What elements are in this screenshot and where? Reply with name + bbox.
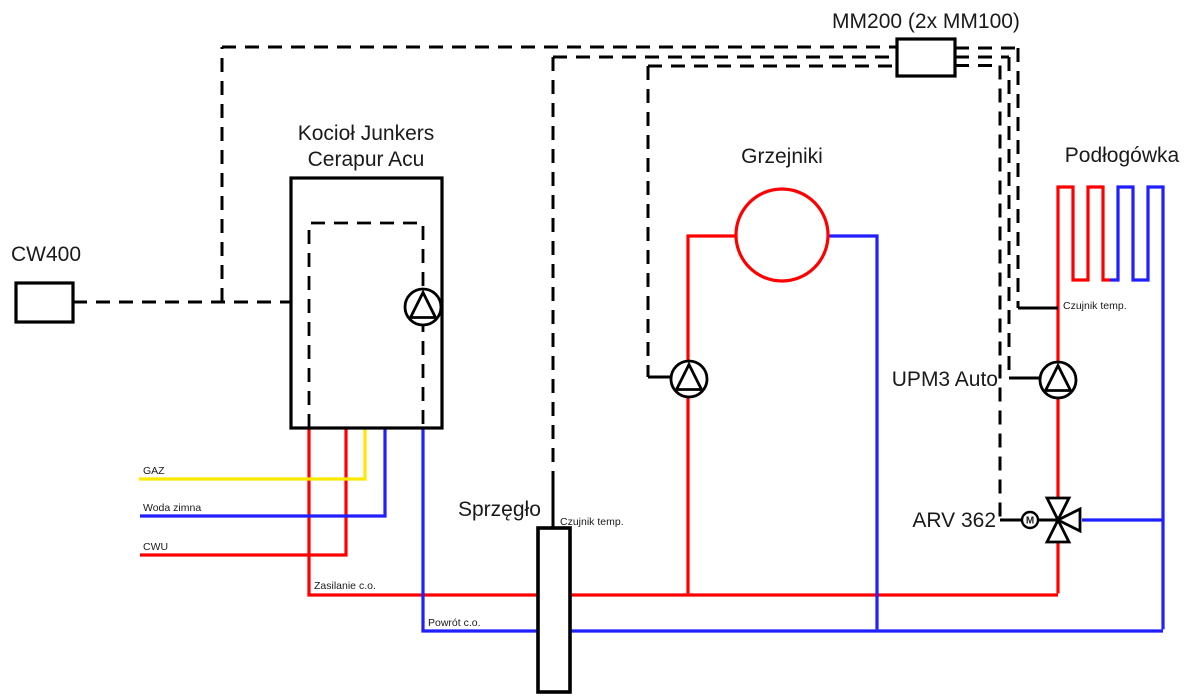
cold-water-pipe [140, 428, 387, 518]
ch-return-pipe [421, 428, 1163, 633]
floor-circuit-supply-pipe [1056, 185, 1110, 594]
gas-pipe [139, 428, 367, 481]
separator-sensor-label: Czujnik temp. [560, 516, 624, 528]
separator-vessel [536, 526, 572, 694]
cold-water-pipe-label: Woda zimna [143, 502, 201, 514]
controller-label: CW400 [11, 243, 81, 266]
control-wiring [73, 45, 1020, 520]
separator-label: Sprzęgło [458, 498, 541, 521]
floor-pump-icon [1038, 360, 1078, 400]
ch-return-label: Powrót c.o. [428, 617, 481, 629]
valve-motor-label: M [1026, 516, 1034, 527]
gas-pipe-label: GAZ [143, 465, 165, 477]
boiler-label-line1: Kocioł Junkers [298, 122, 435, 145]
floor-heating-label: Podłogówka [1065, 144, 1180, 167]
radiators-label: Grzejniki [741, 145, 823, 168]
floor-pump-label: UPM3 Auto [892, 368, 998, 391]
valve-motor-icon: M [1020, 510, 1040, 530]
ch-supply-label: Zasilanie c.o. [314, 580, 376, 592]
dhw-pipe-label: CWU [143, 541, 168, 553]
floor-circuit-return-pipe [1082, 185, 1165, 630]
boiler-pump-icon [403, 287, 443, 327]
controller-box [14, 281, 75, 324]
sensor-and-actuator-stubs [551, 306, 1058, 528]
radiator-pump-icon [669, 359, 709, 399]
dhw-pipe [140, 428, 348, 557]
radiator-circuit-supply-pipe [686, 234, 736, 594]
boiler-label-line2: Cerapur Acu [308, 148, 425, 171]
floor-sensor-label: Czujnik temp. [1063, 300, 1127, 312]
mixing-valve-label: ARV 362 [912, 509, 996, 532]
module-label: MM200 (2x MM100) [832, 10, 1020, 33]
radiator-circuit-return-pipe [828, 234, 879, 630]
module-box [895, 37, 957, 78]
mixing-valve-icon [1044, 496, 1082, 544]
radiator-symbol [734, 187, 830, 283]
